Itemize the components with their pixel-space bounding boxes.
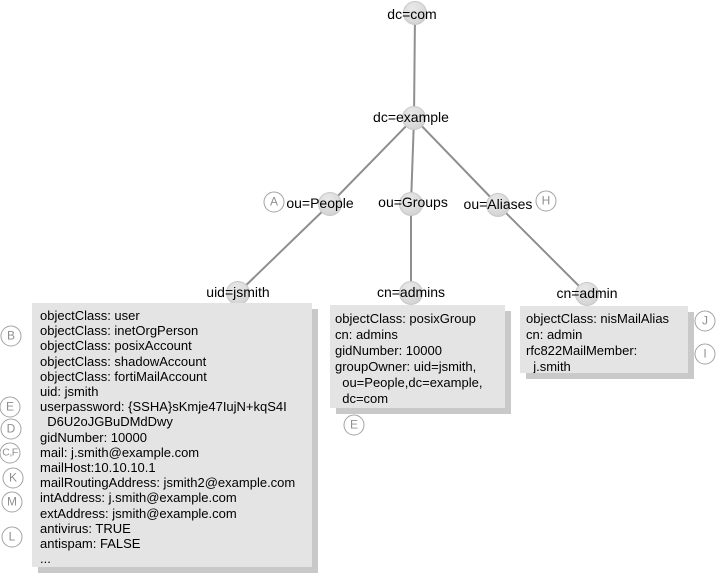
callout-b-badge: B [0,325,22,347]
attribute-line: cn: admin [526,327,583,342]
attribute-line: antivirus: TRUE [40,520,131,536]
node-label: dc=com [387,6,437,22]
attribute-line: objectClass: posixGroup [335,311,476,326]
node-circle [399,192,423,216]
attribute-line: objectClass: nisMailAlias [526,311,670,326]
node-circle [402,106,426,130]
attribute-line: rfc822MailMember: [526,343,638,358]
attribute-line: mail: j.smith@example.com [40,444,200,460]
attribute-line: extAddress: jsmith@example.com [40,505,237,521]
node-label: dc=example [373,109,449,125]
node-circle [318,192,342,216]
attribute-line: intAddress: j.smith@example.com [40,490,237,506]
node-circle [403,1,427,25]
attribute-line: antispam: FALSE [40,536,141,552]
attribute-line: gidNumber: 10000 [40,429,147,445]
callout-j-badge: J [694,310,716,332]
attribute-line: objectClass: fortiMailAccount [40,368,207,384]
node-circle [399,281,423,305]
attribute-line: uid: jsmith [40,384,99,400]
callout-m-badge: M [1,491,23,513]
attribute-line: j.smith [526,359,571,373]
node-label: uid=jsmith [206,284,270,300]
attribute-line: userpassword: {SSHA}sKmje47IujN+kqS4I [40,399,287,415]
attribute-line: objectClass: inetOrgPerson [40,323,199,339]
callout-d-badge: D [0,418,22,440]
callout-cf-badge: C,F [0,442,21,464]
attribute-line: groupOwner: uid=jsmith, [335,359,477,374]
node-circle [486,193,510,217]
attribute-line: objectClass: posixAccount [40,338,192,354]
attribute-line: gidNumber: 10000 [335,343,442,358]
callout-e2-badge: E [343,414,365,436]
node-label: ou=Groups [378,194,448,210]
attribute-line: objectClass: user [40,308,140,323]
attribute-line: mailHost:10.10.10.1 [40,460,156,476]
node-circle [575,282,599,306]
node-label: cn=admins [376,284,446,300]
attribute-line: D6U2oJGBuDMdDwy [40,414,173,430]
node-label: cn=admin [556,285,618,301]
node-label: ou=People [286,195,354,211]
attribute-line: mailRoutingAddress: jsmith2@example.com [40,475,296,491]
callout-k-badge: K [2,467,24,489]
attribute-line: objectClass: shadowAccount [40,353,207,369]
callout-e1-badge: E [0,396,21,418]
callout-i-badge: I [694,343,716,365]
attribute-line: cn: admins [335,327,398,342]
node-label: ou=Aliases [463,196,533,212]
attribute-line: ou=People,dc=example, [335,375,483,390]
callout-a-badge: A [263,191,285,213]
callout-l-badge: L [1,526,23,548]
attribute-line: ... [40,551,51,567]
callout-h-badge: H [535,190,557,212]
attribute-line: dc=com [335,391,389,406]
